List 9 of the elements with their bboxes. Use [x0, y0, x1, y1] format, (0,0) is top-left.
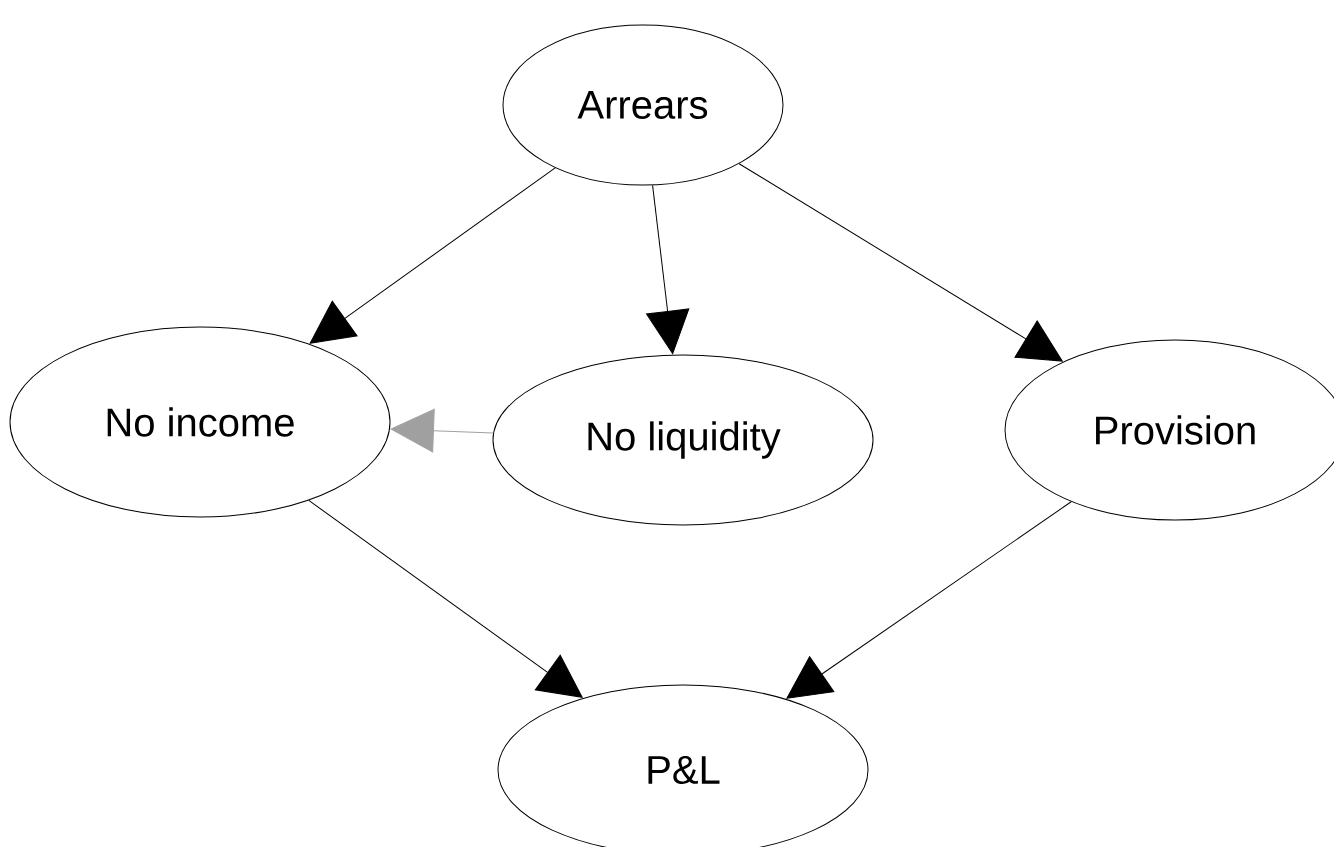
arrow — [786, 501, 1072, 699]
arrow — [390, 408, 494, 453]
arrow — [308, 499, 583, 698]
arrow — [646, 184, 690, 354]
ellipse-node: No liquidity — [492, 354, 874, 526]
ellipse-node: Arrears — [502, 24, 784, 186]
arrow — [309, 167, 556, 344]
ellipse-node: No income — [9, 326, 391, 518]
arrow — [738, 163, 1063, 362]
